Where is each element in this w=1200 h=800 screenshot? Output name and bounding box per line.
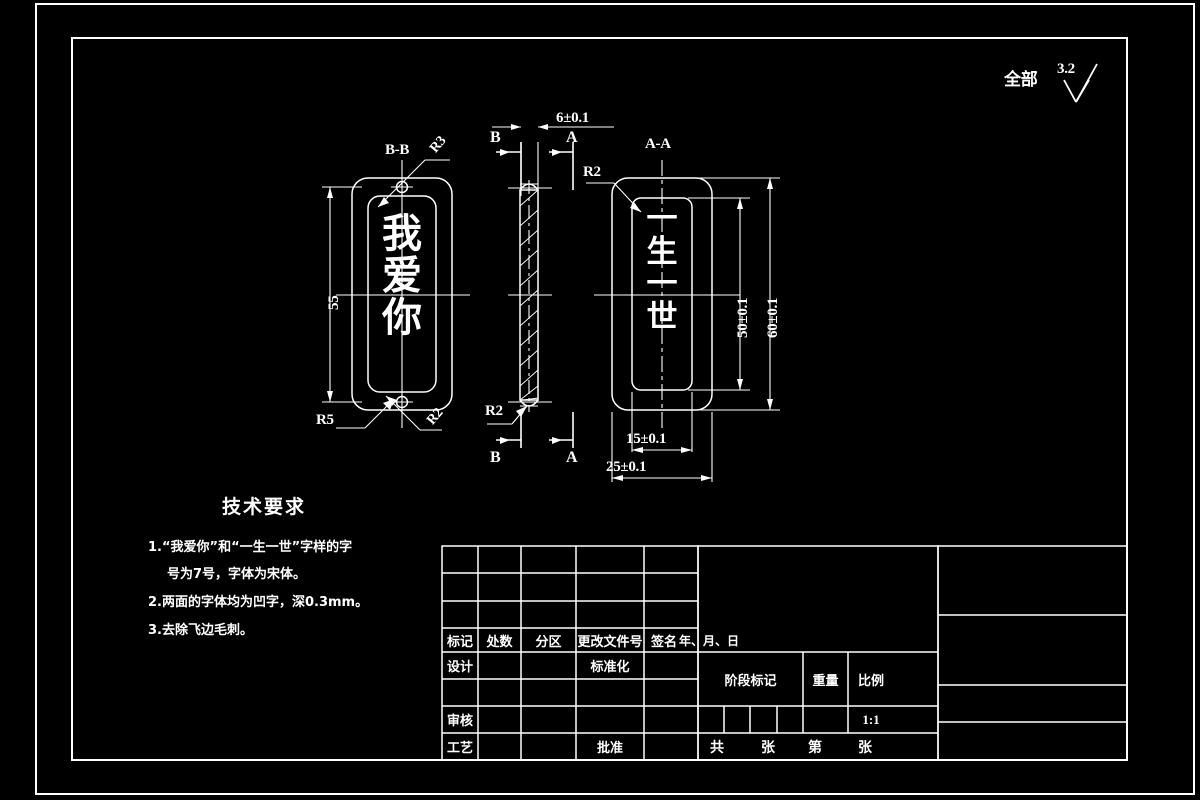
dim-25 bbox=[612, 475, 712, 481]
surface-finish-label: 全部 bbox=[1004, 70, 1038, 90]
aa-engraved-char-4: 世 bbox=[646, 298, 678, 335]
section-mark-b-bottom: B bbox=[490, 449, 501, 466]
aa-engraved-char-1: 一 bbox=[646, 201, 678, 237]
dim-15-text: 15±0.1 bbox=[626, 431, 667, 447]
aa-center-lines bbox=[594, 160, 740, 428]
dim-55-text: 55 bbox=[326, 295, 342, 310]
sheet-label-di: 第 bbox=[808, 739, 822, 756]
role-label-pizhun: 批准 bbox=[596, 741, 623, 756]
role-label-row2 bbox=[442, 679, 478, 706]
role-label-gongyi: 工艺 bbox=[446, 741, 473, 756]
sheet-label-zhang2: 张 bbox=[858, 739, 872, 756]
dim-15 bbox=[632, 447, 692, 453]
surface-finish-symbol bbox=[1063, 63, 1098, 103]
side-center-lines bbox=[508, 180, 552, 412]
title-block-grid bbox=[441, 545, 1128, 761]
sheet-label-gong: 共 bbox=[710, 739, 724, 756]
tech-requirement-line-1: 1.“我爱你”和“一生一世”字样的字 bbox=[148, 540, 353, 555]
dim-50-text: 50±0.1 bbox=[735, 297, 751, 338]
dim-50 bbox=[737, 198, 743, 390]
role-label-biaozhunhua: 标准化 bbox=[590, 660, 630, 675]
dim-60-text: 60±0.1 bbox=[765, 297, 781, 338]
revision-header-chushu: 处数 bbox=[486, 634, 513, 650]
aa-bottom-extensions bbox=[611, 392, 713, 482]
center-header-bili: 比例 bbox=[857, 673, 884, 689]
front-engraved-char-3: 你 bbox=[382, 295, 422, 341]
revision-header-gengaiwenjianhao: 更改文件号 bbox=[577, 634, 643, 650]
role-label-row3-second bbox=[576, 706, 644, 733]
aa-engraved-char-3: 一 bbox=[646, 266, 678, 303]
leader-r2-front bbox=[385, 395, 442, 431]
front-engraved-char-1: 我 bbox=[382, 211, 422, 257]
front-section-label: B-B bbox=[385, 142, 410, 158]
front-engraved-text: 我 爱 你 bbox=[372, 213, 432, 339]
outer-frame bbox=[34, 2, 1196, 796]
revision-header-date: 年、月、日 bbox=[679, 633, 740, 648]
aa-engraved-text: 一 生 一 世 bbox=[633, 203, 691, 333]
leader-r2-aa bbox=[586, 182, 642, 213]
center-header-jieduanbiaoji: 阶段标记 bbox=[724, 673, 777, 689]
dim-r5-text: R5 bbox=[316, 412, 334, 428]
dim-thickness-text: 6±0.1 bbox=[556, 110, 589, 126]
revision-header-fenqu: 分区 bbox=[535, 634, 562, 650]
aa-outer-outline bbox=[611, 177, 713, 411]
revision-header-biaoji: 标记 bbox=[446, 634, 473, 650]
aa-engraved-char-2: 生 bbox=[646, 233, 678, 270]
role-label-row2-second bbox=[576, 679, 644, 706]
dim-60 bbox=[767, 178, 773, 410]
dim-55 bbox=[322, 186, 362, 403]
sheet-label-zhang1: 张 bbox=[761, 739, 775, 756]
tech-requirement-line-3: 2.两面的字体均为凹字，深0.3mm。 bbox=[148, 595, 369, 610]
scale-value: 1:1 bbox=[862, 711, 880, 727]
section-mark-a-bottom: A bbox=[566, 449, 578, 466]
tech-requirement-line-2: 号为7号，字体为宋体。 bbox=[167, 567, 307, 582]
tech-requirements-title: 技术要求 bbox=[222, 496, 307, 518]
aa-extension-lines bbox=[688, 177, 780, 411]
leader-r3 bbox=[377, 159, 450, 208]
role-label-shenhe: 审核 bbox=[446, 714, 473, 729]
revision-header-qianming: 签名 bbox=[650, 634, 677, 650]
dim-thickness bbox=[492, 124, 614, 196]
aa-section-label: A-A bbox=[645, 136, 671, 152]
front-engraved-char-2: 爱 bbox=[382, 253, 422, 299]
section-mark-b-top: B bbox=[490, 129, 501, 146]
leader-r5 bbox=[336, 398, 395, 429]
surface-roughness-value: 3.2 bbox=[1057, 61, 1075, 77]
section-marks-bottom bbox=[496, 412, 574, 448]
tech-requirement-line-4: 3.去除飞边毛刺。 bbox=[148, 623, 253, 638]
section-marks-top bbox=[496, 142, 574, 190]
section-mark-a-top: A bbox=[566, 129, 578, 146]
leader-r2-side bbox=[487, 405, 528, 425]
role-label-sheji: 设计 bbox=[446, 660, 473, 675]
dim-25-text: 25±0.1 bbox=[606, 459, 647, 475]
dim-r2-side-text: R2 bbox=[485, 403, 503, 419]
center-header-zhongliang: 重量 bbox=[812, 673, 839, 689]
dim-r2-aa-text: R2 bbox=[583, 164, 601, 180]
